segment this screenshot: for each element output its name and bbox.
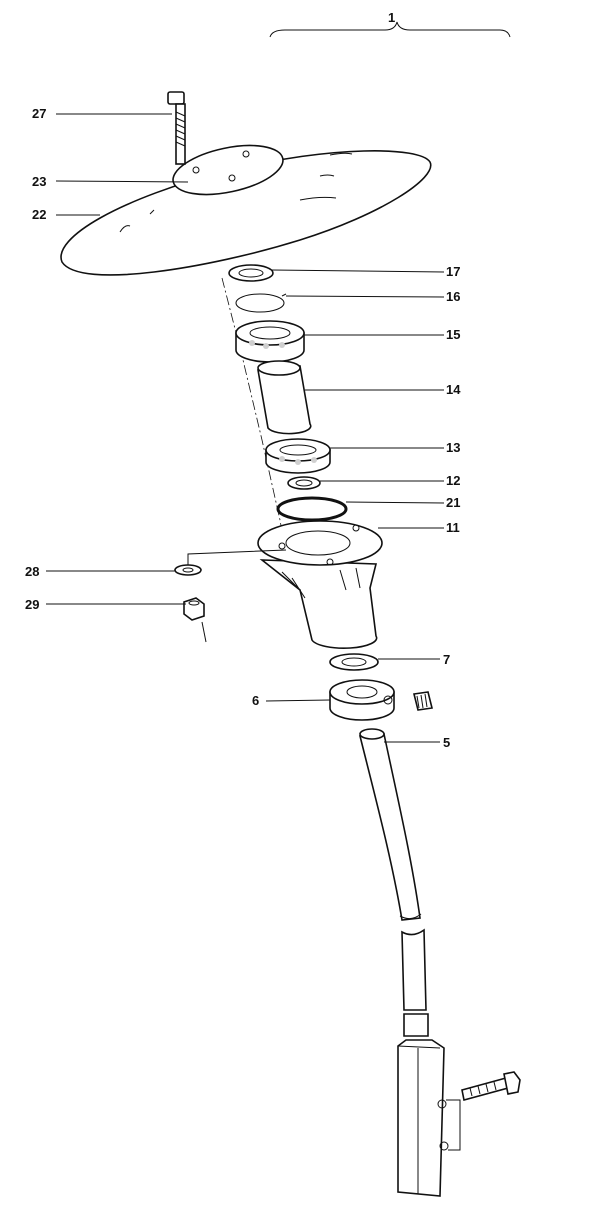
assembly-number: 1 bbox=[388, 10, 395, 25]
assembly-bracket bbox=[269, 21, 511, 38]
part-label-17: 17 bbox=[446, 264, 460, 279]
lower-bearing-drawing bbox=[265, 438, 331, 474]
washer-centerline bbox=[187, 549, 287, 568]
part-label-28: 28 bbox=[25, 564, 39, 579]
part-label-15: 15 bbox=[446, 327, 460, 342]
part-label-14: 14 bbox=[446, 382, 461, 397]
bearing-housing-drawing bbox=[257, 520, 383, 649]
part-label-22: 22 bbox=[32, 207, 46, 222]
seal-ring-drawing bbox=[228, 264, 274, 282]
part-label-29: 29 bbox=[25, 597, 39, 612]
part-label-16: 16 bbox=[446, 289, 460, 304]
leader-16 bbox=[285, 295, 445, 298]
leader-23 bbox=[55, 180, 189, 183]
shaft-tube-drawing bbox=[358, 728, 429, 1037]
part-label-5: 5 bbox=[443, 735, 450, 750]
part-label-6: 6 bbox=[252, 693, 259, 708]
o-ring-drawing bbox=[276, 496, 348, 522]
spreader-disc-drawing bbox=[60, 150, 432, 276]
leader-21 bbox=[345, 501, 445, 504]
washer-drawing bbox=[174, 564, 202, 576]
circlip-drawing bbox=[235, 293, 287, 313]
part-label-12: 12 bbox=[446, 473, 460, 488]
nut-drawing bbox=[183, 597, 207, 643]
bracket-bolt-drawing bbox=[461, 1071, 521, 1101]
leader-6 bbox=[265, 699, 331, 702]
part-label-7: 7 bbox=[443, 652, 450, 667]
bolt-drawing bbox=[167, 91, 186, 165]
upper-bearing-drawing bbox=[235, 320, 305, 363]
part-label-11: 11 bbox=[446, 520, 460, 535]
small-ring-drawing bbox=[287, 476, 321, 490]
part-label-21: 21 bbox=[446, 495, 460, 510]
part-label-23: 23 bbox=[32, 174, 46, 189]
leader-17 bbox=[271, 269, 445, 273]
disc-plate-drawing bbox=[172, 144, 284, 196]
bottom-bracket-drawing bbox=[397, 1039, 461, 1197]
collar-drawing bbox=[329, 679, 433, 721]
spacer-sleeve-drawing bbox=[257, 360, 312, 435]
part-label-27: 27 bbox=[32, 106, 46, 121]
part-label-13: 13 bbox=[446, 440, 460, 455]
seal-drawing bbox=[329, 653, 379, 671]
